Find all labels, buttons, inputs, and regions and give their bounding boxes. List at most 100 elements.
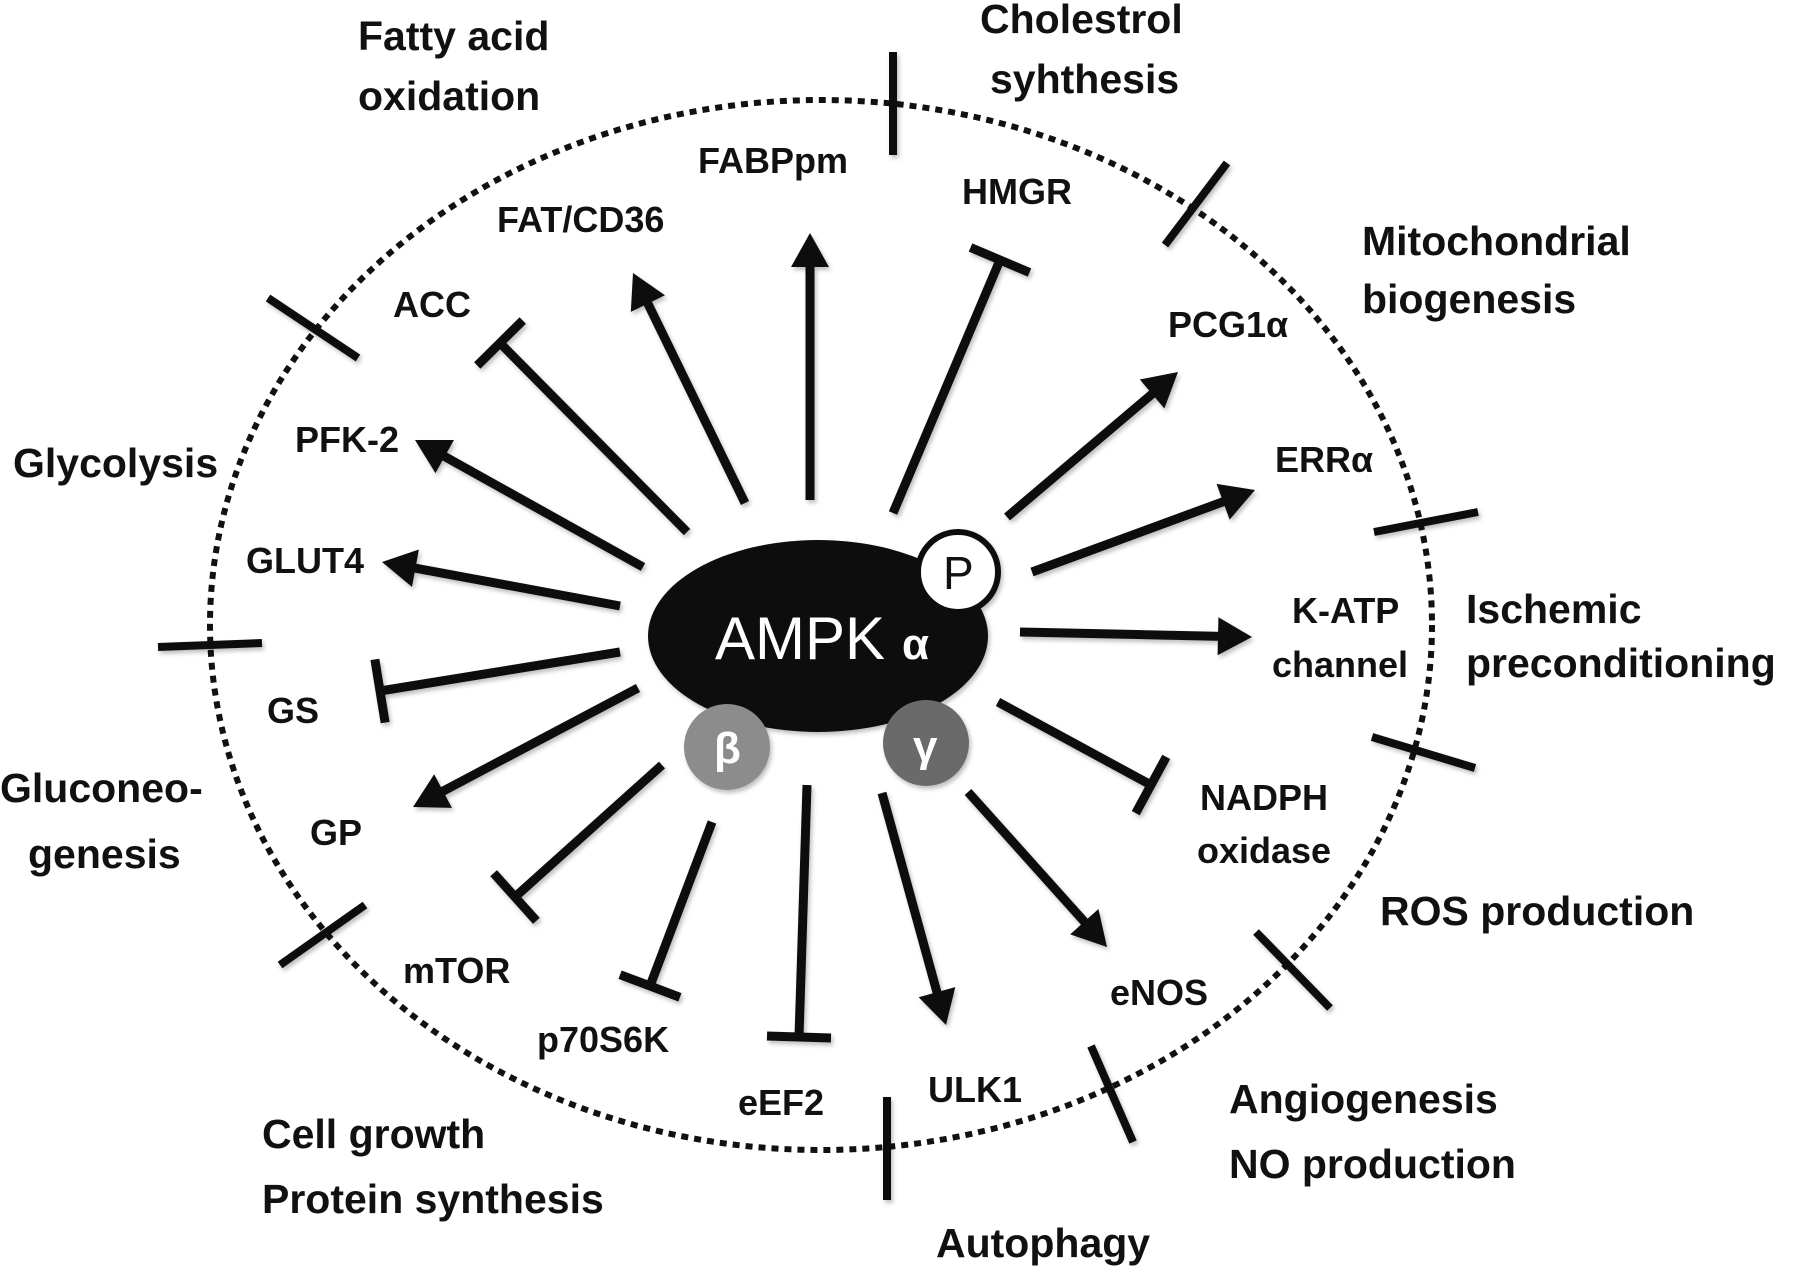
region-dividers — [157, 52, 1479, 1200]
edge-p70s6k — [618, 820, 717, 1002]
process-mitochondrial-biogenesis-line1: Mitochondrial — [1362, 218, 1631, 264]
edge-ulk1 — [877, 791, 956, 1025]
ampk-name: AMPK — [715, 605, 885, 672]
arrowhead-icon — [413, 774, 452, 808]
target-nadph-line2: oxidase — [1197, 830, 1331, 871]
process-angiogenesis-line2: NO production — [1229, 1141, 1516, 1187]
divider-lower-right — [1253, 929, 1333, 1011]
edge-line — [511, 761, 666, 901]
inhibition-bar-icon — [968, 243, 1032, 277]
edge-line — [995, 698, 1154, 789]
edge-line — [642, 298, 750, 505]
phospho-label: P — [943, 547, 974, 599]
beta-label: β — [714, 724, 741, 773]
divider-upper-left — [265, 294, 361, 362]
ampk-complex — [648, 529, 1001, 790]
edge-line — [964, 788, 1091, 928]
edge-line — [1019, 627, 1223, 641]
process-fatty-acid-oxidation-line2: oxidation — [358, 73, 540, 119]
process-ischemic-preconditioning-line2: preconditioning — [1466, 640, 1776, 686]
inhibition-bar-icon — [618, 970, 682, 1002]
divider-right-lower — [1370, 733, 1477, 772]
process-cell-growth-line1: Cell growth — [262, 1111, 485, 1157]
arrowhead-icon — [382, 549, 419, 587]
edge-gs — [370, 647, 621, 724]
edge-erra — [1030, 483, 1255, 577]
process-gluconeogenesis-line2: genesis — [28, 831, 181, 877]
arrowhead-icon — [415, 439, 454, 474]
arrowhead-icon — [1216, 483, 1255, 520]
target-enos: eNOS — [1110, 972, 1208, 1013]
regulation-edges — [370, 233, 1255, 1043]
edge-pcg1a — [1004, 372, 1178, 521]
arrowhead-icon — [1070, 909, 1107, 947]
edge-fabppm — [791, 233, 829, 500]
edge-line — [379, 647, 621, 696]
target-gp: GP — [310, 812, 362, 853]
inhibition-bar-icon — [490, 870, 540, 924]
ampk-alpha-subunit — [648, 540, 988, 732]
edge-line — [645, 820, 717, 988]
edge-line — [877, 791, 943, 998]
process-fatty-acid-oxidation-line1: Fatty acid — [358, 13, 549, 59]
ampk-gamma-subunit — [883, 700, 969, 786]
process-autophagy: Autophagy — [936, 1220, 1150, 1266]
arrowhead-icon — [791, 233, 829, 267]
process-cell-growth-line2: Protein synthesis — [262, 1176, 604, 1222]
target-eef2: eEF2 — [738, 1082, 824, 1123]
edge-line — [794, 784, 812, 1038]
edge-line — [1004, 387, 1159, 521]
target-ulk1: ULK1 — [928, 1069, 1022, 1110]
divider-bottom-right — [1087, 1044, 1137, 1144]
cell-membrane — [207, 97, 1435, 1153]
edge-eef2 — [766, 784, 832, 1043]
inhibition-bar-icon — [766, 1031, 832, 1043]
divider-left — [157, 639, 263, 651]
process-cholesterol-synthesis-line1: Cholestrol — [980, 0, 1183, 42]
target-erra: ERRα — [1275, 439, 1373, 480]
edge-katp — [1019, 617, 1252, 656]
edge-enos — [964, 788, 1107, 947]
edge-line — [496, 339, 691, 536]
arrowhead-icon — [1139, 372, 1178, 409]
edge-hmgr — [888, 243, 1032, 515]
process-angiogenesis-line1: Angiogenesis — [1229, 1076, 1498, 1122]
target-p70s6k: p70S6K — [537, 1019, 669, 1060]
edge-line — [437, 684, 641, 797]
target-pfk2: PFK-2 — [295, 419, 399, 460]
edge-line — [888, 258, 1005, 515]
process-ischemic-preconditioning-line1: Ischemic — [1466, 586, 1642, 632]
target-katp-line2: channel — [1272, 644, 1408, 685]
edge-fat-cd36 — [630, 273, 750, 505]
inhibition-bar-icon — [370, 658, 390, 724]
edge-line — [439, 450, 646, 571]
target-katp-line1: K-ATP — [1292, 590, 1399, 631]
edge-mtor — [490, 761, 666, 924]
inhibition-bar-icon — [474, 317, 526, 369]
edge-line — [1030, 496, 1229, 577]
alpha-symbol: α — [902, 620, 929, 669]
edge-nadph — [995, 698, 1171, 816]
phosphate-badge — [915, 529, 1001, 615]
target-mtor: mTOR — [403, 950, 510, 991]
process-mitochondrial-biogenesis-line2: biogenesis — [1362, 276, 1576, 322]
inhibition-bar-icon — [1131, 754, 1171, 816]
edge-glut4 — [382, 549, 621, 611]
target-fat-cd36: FAT/CD36 — [497, 199, 664, 240]
divider-bottom-left — [277, 901, 368, 969]
gamma-label: γ — [913, 722, 938, 771]
edge-line — [410, 563, 621, 611]
target-gs: GS — [267, 690, 319, 731]
arrowhead-icon — [630, 273, 665, 312]
target-acc: ACC — [393, 284, 471, 325]
process-ros-production: ROS production — [1380, 888, 1694, 934]
divider-upper-right — [1161, 160, 1231, 248]
target-fabppm: FABPpm — [698, 140, 848, 181]
edge-pfk2 — [415, 439, 646, 571]
target-pcg1a: PCG1α — [1168, 304, 1288, 345]
target-glut4: GLUT4 — [246, 540, 364, 581]
ampk-beta-subunit — [684, 704, 770, 790]
target-hmgr: HMGR — [962, 171, 1072, 212]
divider-right-upper — [1373, 508, 1479, 536]
